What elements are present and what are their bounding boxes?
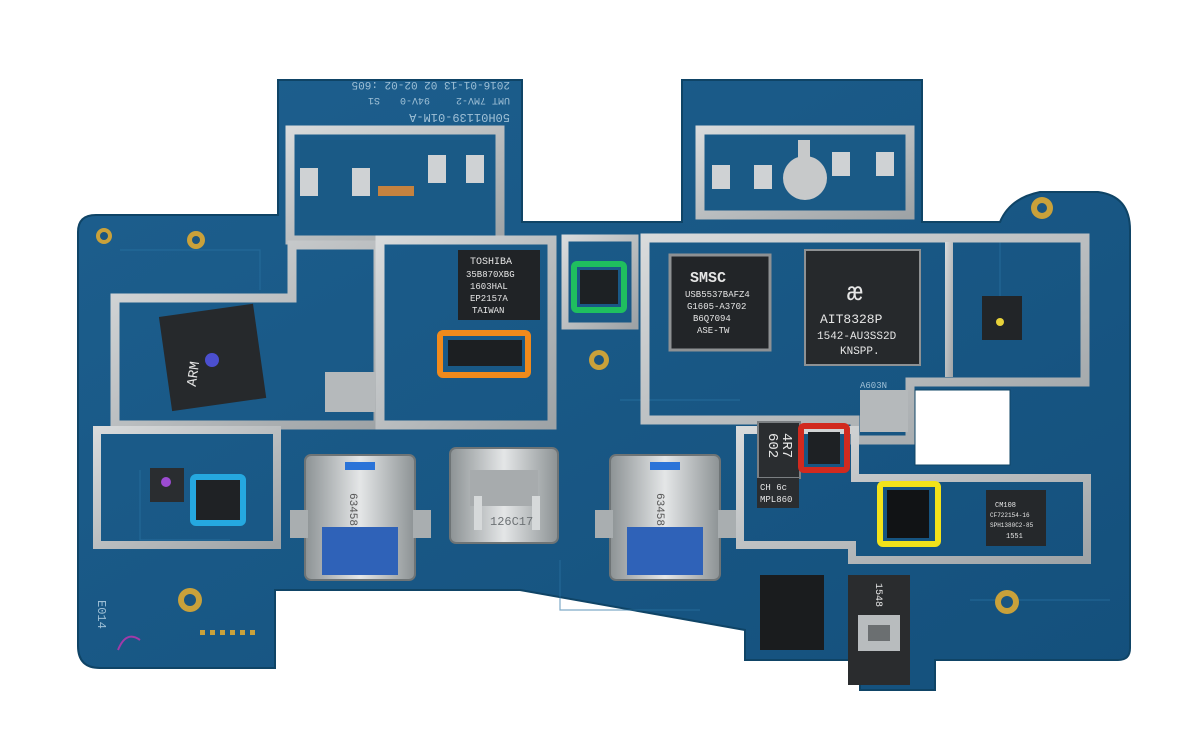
highlight-yellow (877, 481, 941, 547)
usb-c-port: 126C17 (449, 447, 559, 544)
ch6c-line-2: MPL860 (760, 495, 792, 505)
ch6c-part: CH 6c MPL860 (757, 478, 799, 508)
arm-mcu-chip: ARM (158, 303, 267, 412)
codec-line-1: CM108 (995, 502, 1016, 510)
audio-codec-chip: CM108 CF722154-16 SPH1380C2-85 1551 (986, 490, 1046, 546)
silkscreen-a603n: A603N (860, 381, 887, 391)
toshiba-line-4: EP2157A (470, 294, 508, 304)
audio-jack-label: 1548 (872, 583, 883, 607)
codec-line-2: CF722154-16 (990, 512, 1030, 519)
highlight-orange (437, 330, 531, 378)
usb-a-port-left: 63458 (290, 454, 431, 581)
marker-dot (996, 318, 1004, 326)
highlight-red (798, 423, 850, 473)
usb-left-label: 63458 (346, 493, 358, 526)
ait-line-3: KNSPP. (840, 346, 880, 358)
toshiba-line-1: TOSHIBA (470, 257, 512, 268)
silkscreen-corner: E014 (94, 600, 108, 629)
smsc-line-1: SMSC (690, 270, 726, 287)
silkscreen-top: 50H01139-01M-A UMT 7MV-2 94V-0 S1 2016-0… (352, 78, 510, 124)
marker-dot-purple (161, 477, 171, 487)
crystal-part (887, 490, 929, 538)
inductor-line-2: 602 (764, 433, 780, 458)
rf-shield-top-left (285, 125, 505, 245)
inductor: 4R7 602 (757, 421, 801, 479)
smsc-chip: SMSC USB5537BAFZ4 G1605-A3702 B6Q7094 AS… (668, 253, 772, 352)
rf-shield-right (640, 233, 1090, 445)
usb-c-label: 126C17 (490, 515, 533, 529)
ait-line-1: AIT8328P (820, 312, 883, 327)
small-right-chip (982, 296, 1022, 340)
inductor-line-1: 4R7 (778, 433, 794, 458)
codec-line-3: SPH1380C2-85 (990, 522, 1034, 529)
ait-line-2: 1542-AU3SS2D (817, 331, 897, 343)
rf-shield-bottom-left (93, 426, 281, 549)
smsc-line-4: B6Q7094 (693, 314, 731, 324)
audio-chip (196, 480, 242, 520)
sensor-chip (580, 270, 618, 304)
audio-jack: 1548 (848, 575, 910, 685)
silkscreen-date: 2016-01-13 02 02-02 :605 (352, 78, 510, 90)
toshiba-line-2: 35B870XBG (466, 270, 515, 280)
usb-a-port-right: 63458 (595, 454, 736, 581)
highlight-blue (190, 474, 246, 526)
mounting-holes (96, 197, 1053, 614)
smsc-line-5: ASE-TW (697, 326, 730, 336)
usb-right-label: 63458 (653, 493, 665, 526)
rf-shield-center-left (325, 235, 557, 430)
highlight-green (571, 261, 627, 313)
toshiba-line-5: TAIWAN (472, 306, 504, 316)
toshiba-chip: TOSHIBA 35B870XBG 1603HAL EP2157A TAIWAN (458, 250, 540, 320)
silkscreen-line-2: UMT 7MV-2 (456, 94, 510, 105)
ch6c-line-1: CH 6c (760, 483, 787, 493)
toshiba-line-3: 1603HAL (470, 282, 508, 292)
arm-label: ARM (185, 361, 204, 388)
flash-chip (448, 340, 522, 366)
marker-scribble (117, 635, 141, 651)
power-connector (760, 575, 824, 650)
rf-shield-bottom-right (736, 426, 1091, 564)
bottom-pads (200, 630, 255, 635)
silkscreen-line-1: 50H01139-01M-A (408, 110, 510, 124)
silkscreen-line-3: 94V-0 (400, 94, 430, 105)
codec-line-4: 1551 (1006, 533, 1023, 541)
smsc-line-2: USB5537BAFZ4 (685, 290, 750, 300)
board-cutout (914, 389, 1011, 466)
ait-chip: æ AIT8328P 1542-AU3SS2D KNSPP. (804, 249, 921, 366)
smsc-line-3: G1605-A3702 (687, 302, 746, 312)
rf-shield-center (561, 234, 639, 330)
ait-logo: æ (847, 278, 863, 308)
silkscreen-line-4: S1 (368, 94, 380, 105)
pmic-chip (808, 432, 840, 464)
rf-shield-top-right (695, 125, 915, 220)
